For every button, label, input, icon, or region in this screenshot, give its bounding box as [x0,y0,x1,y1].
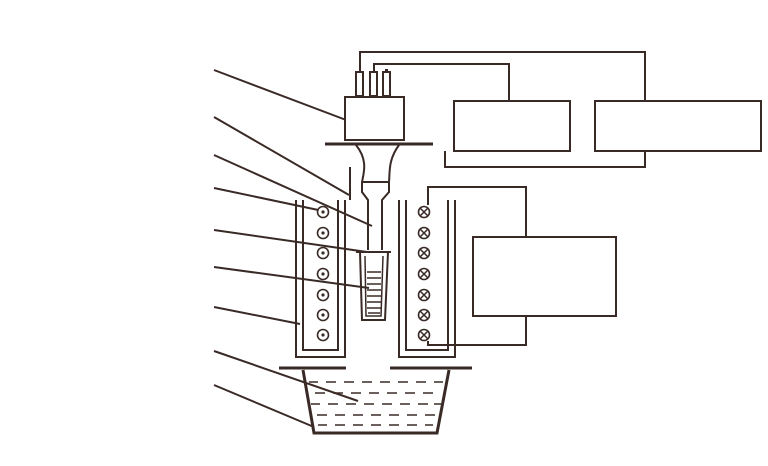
connector-pin-2 [369,71,378,97]
tank-body [301,369,451,435]
leader-line-9 [213,384,315,428]
right-coil-cross-2 [419,228,429,238]
leader-lines [213,69,373,428]
left-wall-outer [295,200,346,358]
right-coil-cross-6 [419,310,429,320]
connector-pin-3 [382,71,391,97]
left-coil-dot-4 [321,272,325,276]
transducer-head [344,96,405,141]
crucible-body [356,251,391,321]
quench-tank [279,366,472,435]
crucible-inner [364,255,384,317]
leader-line-1 [213,69,363,127]
left-coil-column [316,205,330,342]
horn-right-profile [381,144,400,250]
right-coil-cross-3 [419,248,429,258]
wire-coil-top [427,186,527,237]
left-coil-dot-5 [321,293,325,297]
left-wall-inner [302,200,339,351]
unit-top-middle [453,100,571,152]
crucible [356,251,391,321]
leader-line-7 [213,306,301,325]
horn-left-profile [355,144,369,250]
unit-top-right [594,100,762,152]
right-coil-column [417,205,431,342]
unit-right [472,236,617,317]
leader-line-5 [213,229,368,253]
right-coil-cross-7 [419,330,429,340]
wire-coil-bottom [427,316,527,346]
right-coil-cross-5 [419,290,429,300]
right-coil-cross-1 [419,207,429,217]
tank-liquid-hatching [309,381,443,426]
crucible-melt-hatching [367,271,381,314]
right-wall-outer [398,200,456,358]
left-coil-dot-2 [321,231,325,235]
leader-line-6 [213,266,370,289]
left-coil-dot-1 [321,210,325,214]
left-coil-dot-7 [321,333,325,337]
leader-line-3 [213,154,373,227]
right-coil-cross-4 [419,269,429,279]
connector-pin-1 [355,71,364,97]
ultrasonic-horn [355,144,400,250]
right-wall-inner [405,200,449,351]
left-coil-dot-3 [321,251,325,255]
leader-line-2 [213,116,350,196]
furnace-walls [295,200,456,358]
wire-to-unit-top-middle [373,63,510,101]
left-coil-dot-6 [321,313,325,317]
leader-line-4 [213,187,324,212]
